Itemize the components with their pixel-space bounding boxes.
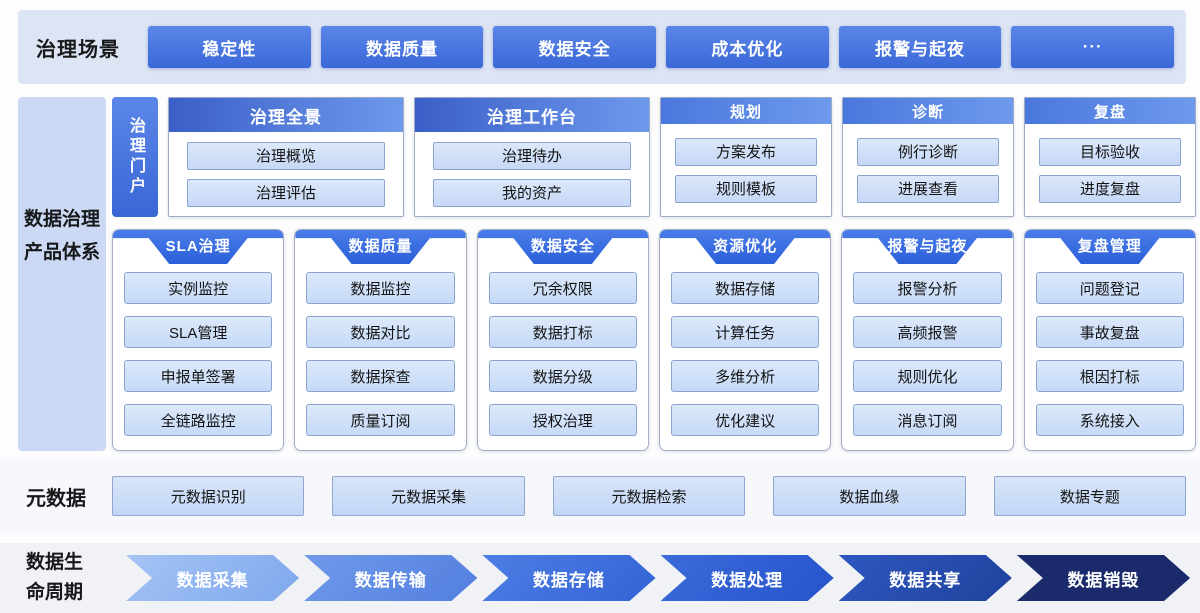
col-item: 数据探查	[306, 360, 455, 392]
col-item: 多维分析	[670, 360, 820, 392]
column-data-security: 数据安全 冗余权限 数据打标 数据分级 授权治理	[476, 229, 649, 451]
scenario-data-quality: 数据质量	[320, 26, 484, 68]
col-item: 问题登记	[1035, 272, 1185, 304]
column-ribbon: 复盘管理	[1024, 230, 1195, 264]
column-ribbon: 数据质量	[295, 230, 466, 264]
lifecycle-stage-transfer: 数据传输	[304, 555, 477, 601]
column-ribbon: 数据安全	[477, 230, 648, 264]
col-item: 系统接入	[1035, 404, 1185, 436]
card-planning: 规划 方案发布 规则模板	[660, 97, 832, 217]
metadata-title: 元数据	[26, 487, 86, 510]
col-item: 申报单签署	[123, 360, 273, 392]
metadata-item: 数据专题	[993, 476, 1187, 516]
card-governance-overview: 治理全景 治理概览 治理评估	[168, 97, 404, 217]
scenario-more: ···	[1011, 26, 1175, 68]
column-data-quality: 数据质量 数据监控 数据对比 数据探查 质量订阅	[294, 229, 467, 451]
card-review: 复盘 目标验收 进度复盘	[1024, 97, 1196, 217]
card-header: 复盘	[1025, 98, 1195, 124]
portal-tab: 治理门户	[112, 97, 158, 217]
col-item: 高频报警	[853, 316, 1002, 348]
col-item: SLA管理	[123, 316, 273, 348]
product-system-content: 治理门户 治理全景 治理概览 治理评估 治理工作台 治理待办 我的资产 规划	[112, 97, 1196, 451]
col-item: 消息订阅	[853, 404, 1002, 436]
column-ribbon: 报警与起夜	[842, 230, 1013, 264]
col-item: 计算任务	[670, 316, 820, 348]
product-columns-row: SLA治理 实例监控 SLA管理 申报单签署 全链路监控 数据质量 数据监控 数…	[112, 229, 1196, 451]
pill-item: 进展查看	[857, 174, 999, 203]
product-system-title: 数据治理 产品体系	[23, 209, 100, 264]
metadata-item: 数据血缘	[773, 476, 966, 516]
pill-item: 例行诊断	[857, 137, 999, 166]
lifecycle-stage-share: 数据共享	[839, 555, 1012, 601]
card-header: 治理全景	[169, 98, 403, 132]
column-alerting: 报警与起夜 报警分析 高频报警 规则优化 消息订阅	[841, 229, 1014, 451]
col-item: 授权治理	[488, 404, 638, 436]
metadata-item: 元数据采集	[332, 476, 525, 516]
scenario-band-title: 治理场景	[36, 38, 120, 61]
card-header: 诊断	[843, 98, 1013, 124]
col-item: 质量订阅	[306, 404, 455, 436]
card-header: 规划	[661, 98, 831, 124]
col-item: 数据监控	[306, 272, 455, 304]
portal-tab-label: 治理门户	[127, 117, 144, 197]
col-item: 报警分析	[853, 272, 1002, 304]
pill-item: 治理概览	[186, 141, 386, 170]
col-item: 数据分级	[488, 360, 638, 392]
col-item: 数据对比	[306, 316, 455, 348]
column-ribbon: SLA治理	[113, 230, 284, 264]
lifecycle-band: 数据生 命周期 数据采集 数据传输 数据存储 数据处理 数据共享 数据销毁	[0, 543, 1200, 613]
col-item: 数据打标	[488, 316, 638, 348]
portal-row: 治理门户 治理全景 治理概览 治理评估 治理工作台 治理待办 我的资产 规划	[112, 97, 1196, 217]
scenario-buttons: 稳定性 数据质量 数据安全 成本优化 报警与起夜 ···	[148, 26, 1178, 68]
column-sla-governance: SLA治理 实例监控 SLA管理 申报单签署 全链路监控	[112, 229, 285, 451]
scenario-data-security: 数据安全	[493, 26, 657, 68]
col-item: 优化建议	[670, 404, 820, 436]
pill-item: 规则模板	[675, 174, 817, 203]
metadata-item: 元数据识别	[112, 476, 305, 516]
scenario-band: 治理场景 稳定性 数据质量 数据安全 成本优化 报警与起夜 ···	[18, 10, 1186, 84]
lifecycle-stage-destroy: 数据销毁	[1017, 555, 1190, 601]
col-item: 冗余权限	[488, 272, 638, 304]
lifecycle-stage-process: 数据处理	[661, 555, 834, 601]
column-resource-optimization: 资源优化 数据存储 计算任务 多维分析 优化建议	[658, 229, 832, 451]
metadata-item: 元数据检索	[552, 476, 746, 516]
scenario-cost-optimization: 成本优化	[666, 26, 829, 68]
pill-item: 目标验收	[1039, 137, 1181, 166]
col-item: 全链路监控	[123, 404, 273, 436]
pill-item: 进度复盘	[1039, 174, 1181, 203]
lifecycle-stage-store: 数据存储	[482, 555, 655, 601]
col-item: 事故复盘	[1035, 316, 1185, 348]
scenario-stability: 稳定性	[148, 26, 311, 68]
product-system-label-panel: 数据治理 产品体系	[18, 97, 106, 451]
pill-item: 方案发布	[675, 137, 817, 166]
pill-item: 我的资产	[432, 178, 632, 207]
card-diagnosis: 诊断 例行诊断 进展查看	[842, 97, 1014, 217]
col-item: 数据存储	[670, 272, 820, 304]
lifecycle-stage-collect: 数据采集	[126, 555, 299, 601]
scenario-alerts: 报警与起夜	[838, 26, 1002, 68]
card-governance-workbench: 治理工作台 治理待办 我的资产	[414, 97, 650, 217]
col-item: 规则优化	[853, 360, 1002, 392]
metadata-band: 元数据 元数据识别 元数据采集 元数据检索 数据血缘 数据专题	[0, 457, 1200, 535]
lifecycle-title: 数据生 命周期	[26, 551, 84, 603]
pill-item: 治理待办	[432, 141, 632, 170]
col-item: 根因打标	[1035, 360, 1185, 392]
pill-item: 治理评估	[186, 178, 386, 207]
col-item: 实例监控	[123, 272, 273, 304]
column-review-management: 复盘管理 问题登记 事故复盘 根因打标 系统接入	[1023, 229, 1196, 451]
column-ribbon: 资源优化	[659, 230, 831, 264]
card-header: 治理工作台	[415, 98, 649, 132]
